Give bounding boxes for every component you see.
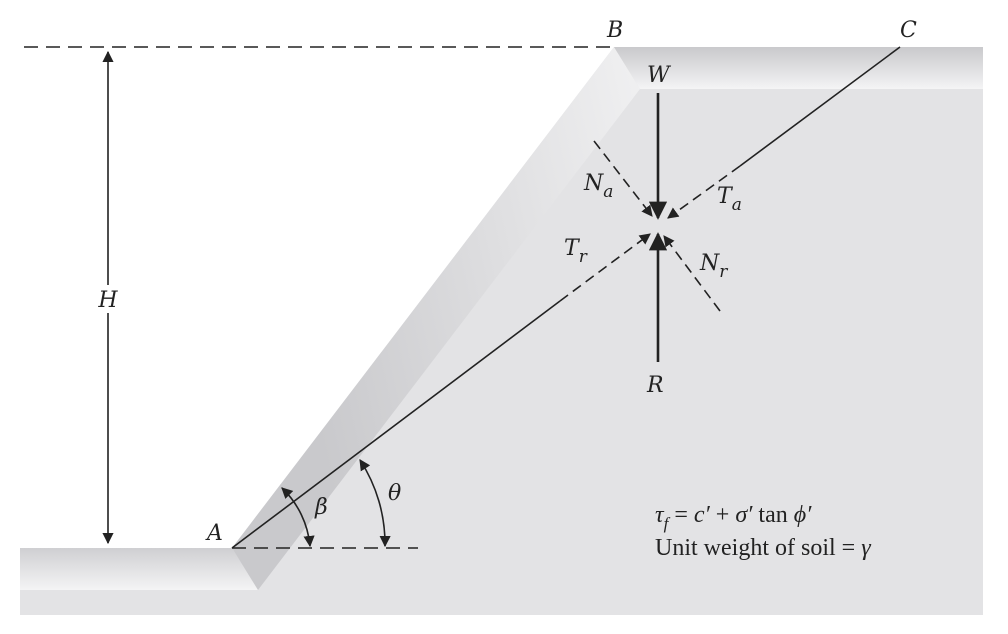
normal-force-r-label: Nr	[699, 251, 728, 282]
point-a-label: A	[205, 521, 223, 546]
shear-force-a-label: Ta	[717, 184, 742, 215]
normal-force-a-label: Na	[583, 171, 613, 202]
beta-angle-arc	[281, 487, 315, 548]
theta-angle-arc	[359, 459, 391, 548]
height-label-backing	[96, 285, 120, 313]
ground-surface-lower-bevel	[20, 548, 258, 590]
unit-weight-statement: Unit weight of soil = γ	[655, 535, 871, 561]
height-label: H	[97, 288, 118, 313]
weight-label: W	[647, 63, 672, 88]
shear-force-r-arrow	[559, 233, 651, 302]
beta-label: β	[314, 495, 328, 520]
shear-force-r-label: Tr	[564, 236, 588, 267]
resultant-label: R	[646, 373, 664, 398]
slope-face-bevel	[232, 47, 640, 590]
shear-strength-equation: τf = c′ + σ′ tan ϕ′	[655, 502, 812, 533]
theta-label: θ	[388, 481, 401, 506]
soil-body	[20, 47, 983, 615]
point-c-label: C	[900, 18, 917, 43]
failure-plane-upper	[739, 46, 901, 167]
point-b-label: B	[606, 18, 623, 43]
ground-surface-upper-bevel	[614, 47, 983, 89]
force-system	[559, 93, 741, 362]
soil-mass	[20, 47, 983, 615]
